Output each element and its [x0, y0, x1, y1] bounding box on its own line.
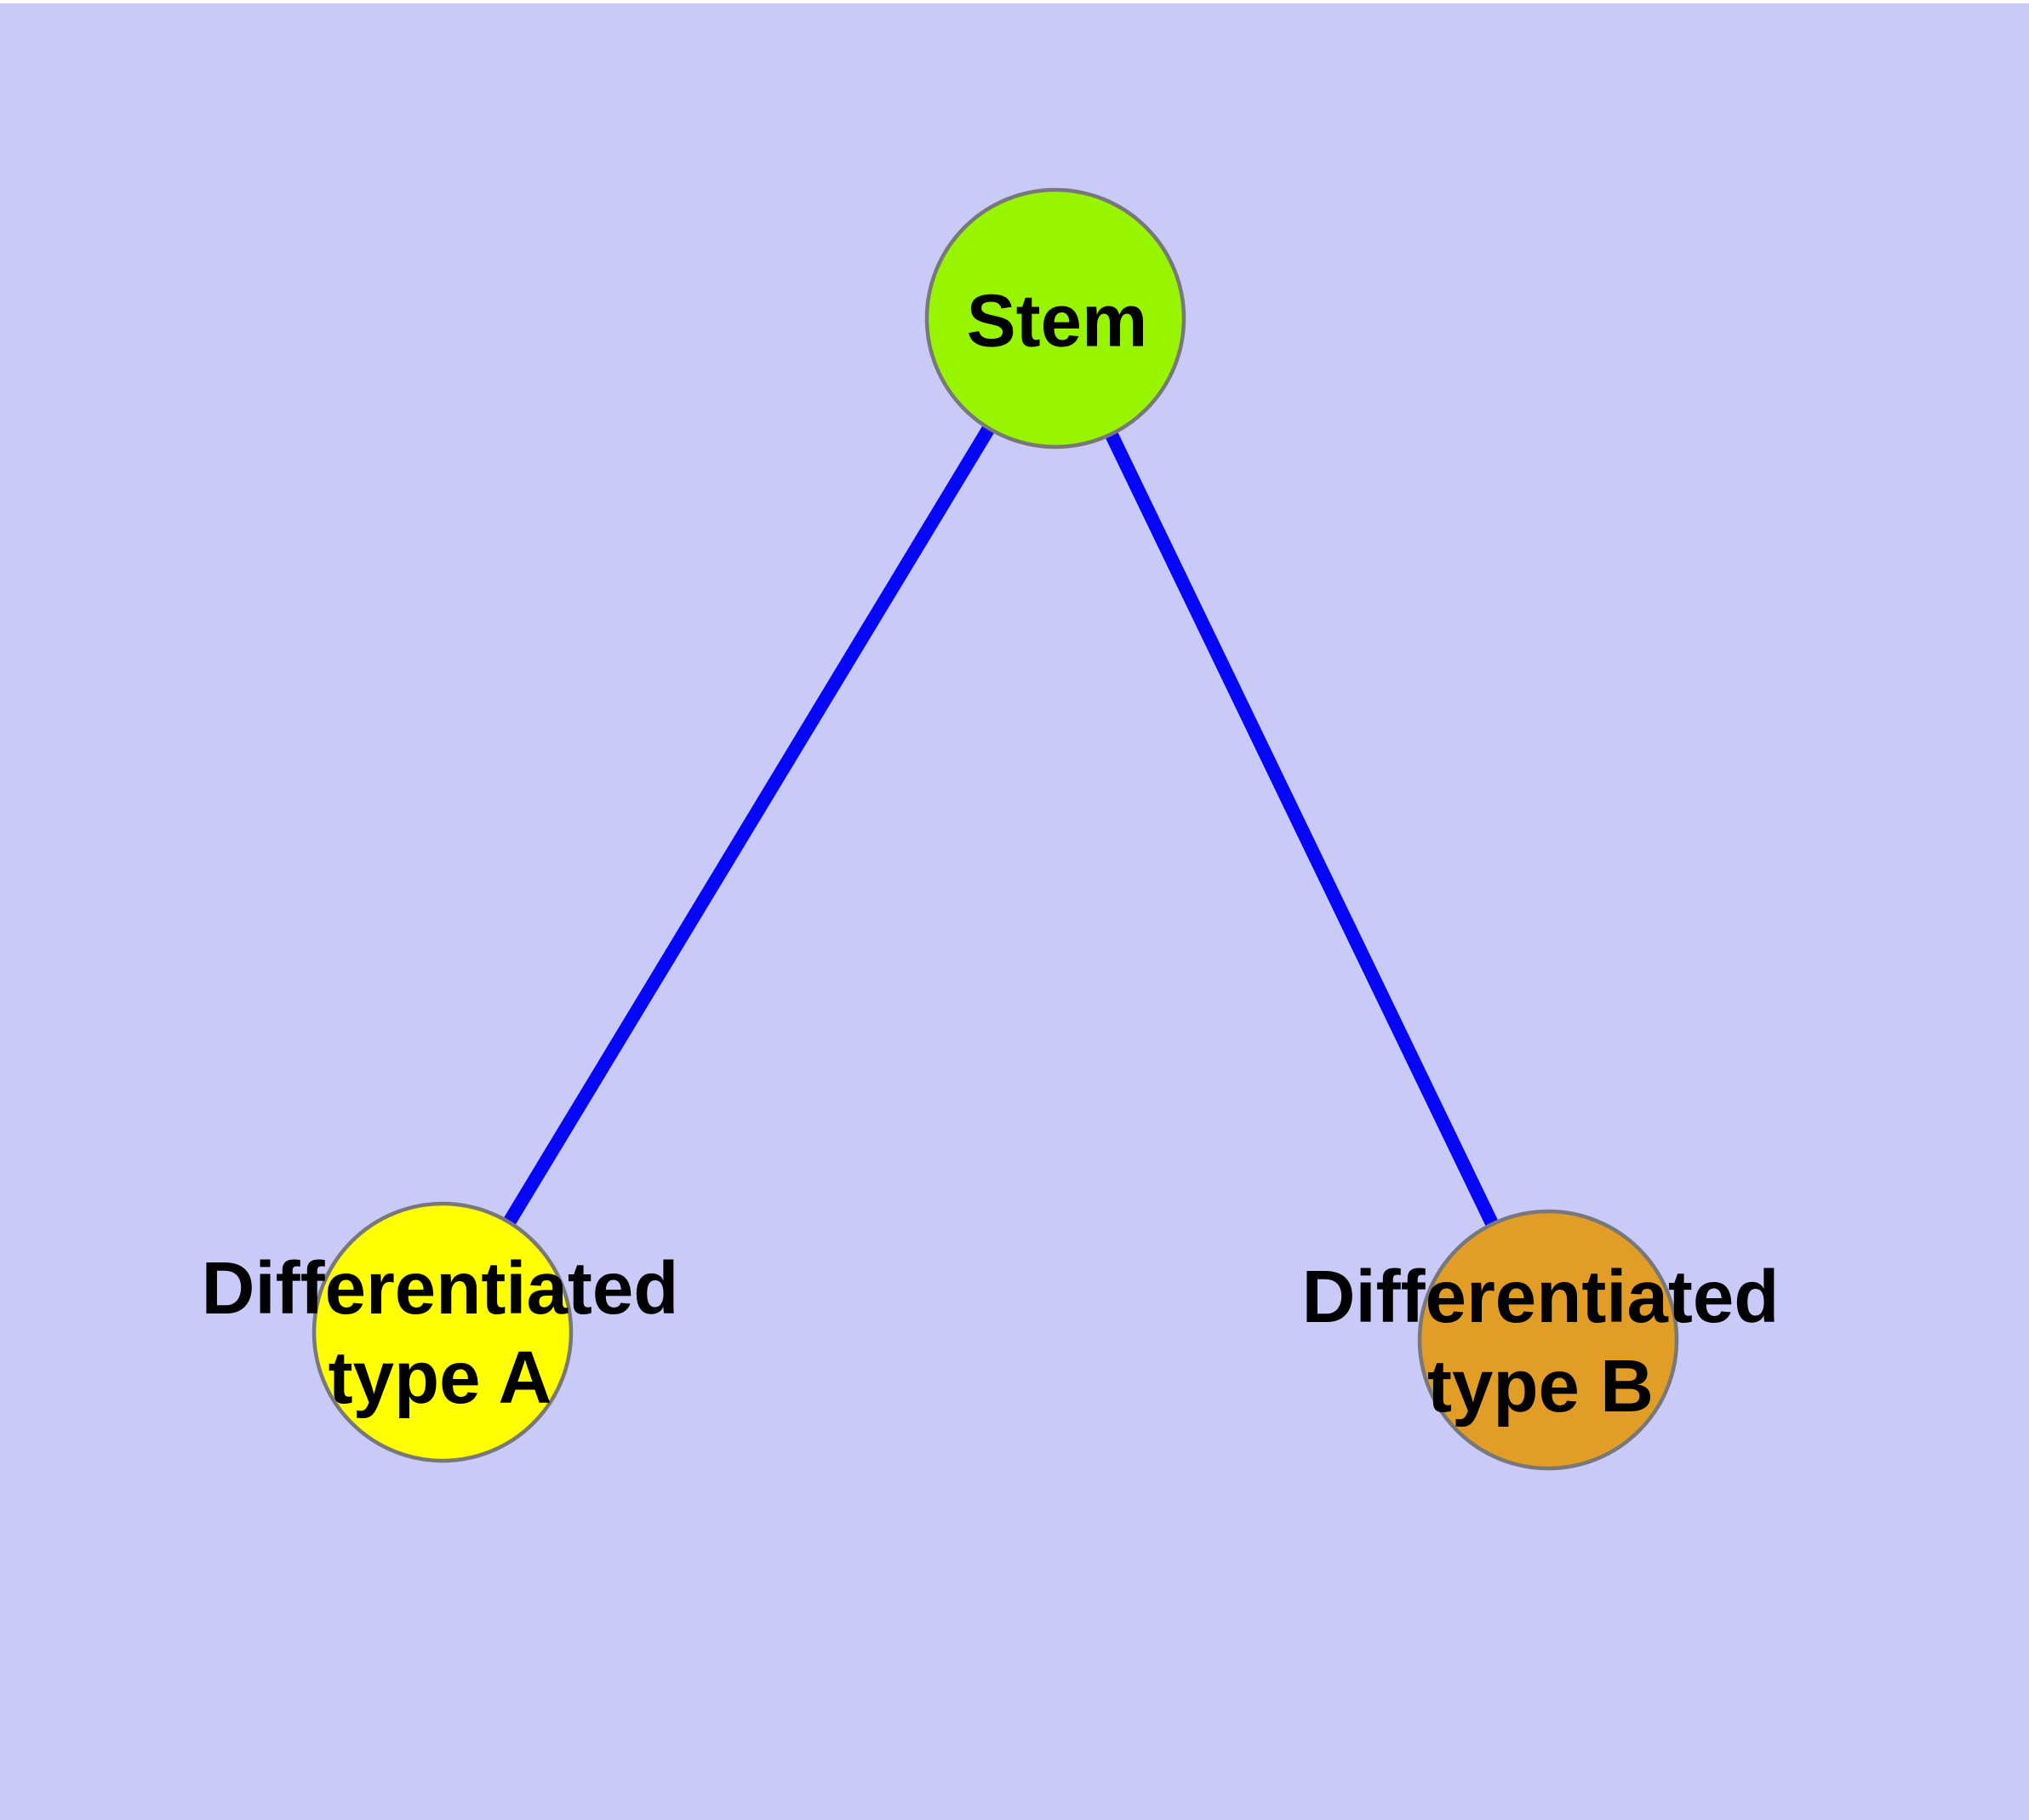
canvas-top-margin — [0, 0, 2029, 3]
node-differentiated-type-a-circle — [311, 1201, 574, 1463]
node-differentiated-type-b-circle — [1417, 1209, 1679, 1471]
edge-stem-to-type-a — [437, 314, 1061, 1336]
node-stem-label: Stem — [966, 279, 1148, 363]
node-differentiated-type-b-label: Differentiated type B — [1301, 1256, 1780, 1428]
node-stem-circle — [924, 187, 1186, 449]
node-differentiated-type-a-label: Differentiated type A — [201, 1247, 679, 1419]
edge-stem-to-type-b — [1049, 315, 1555, 1343]
